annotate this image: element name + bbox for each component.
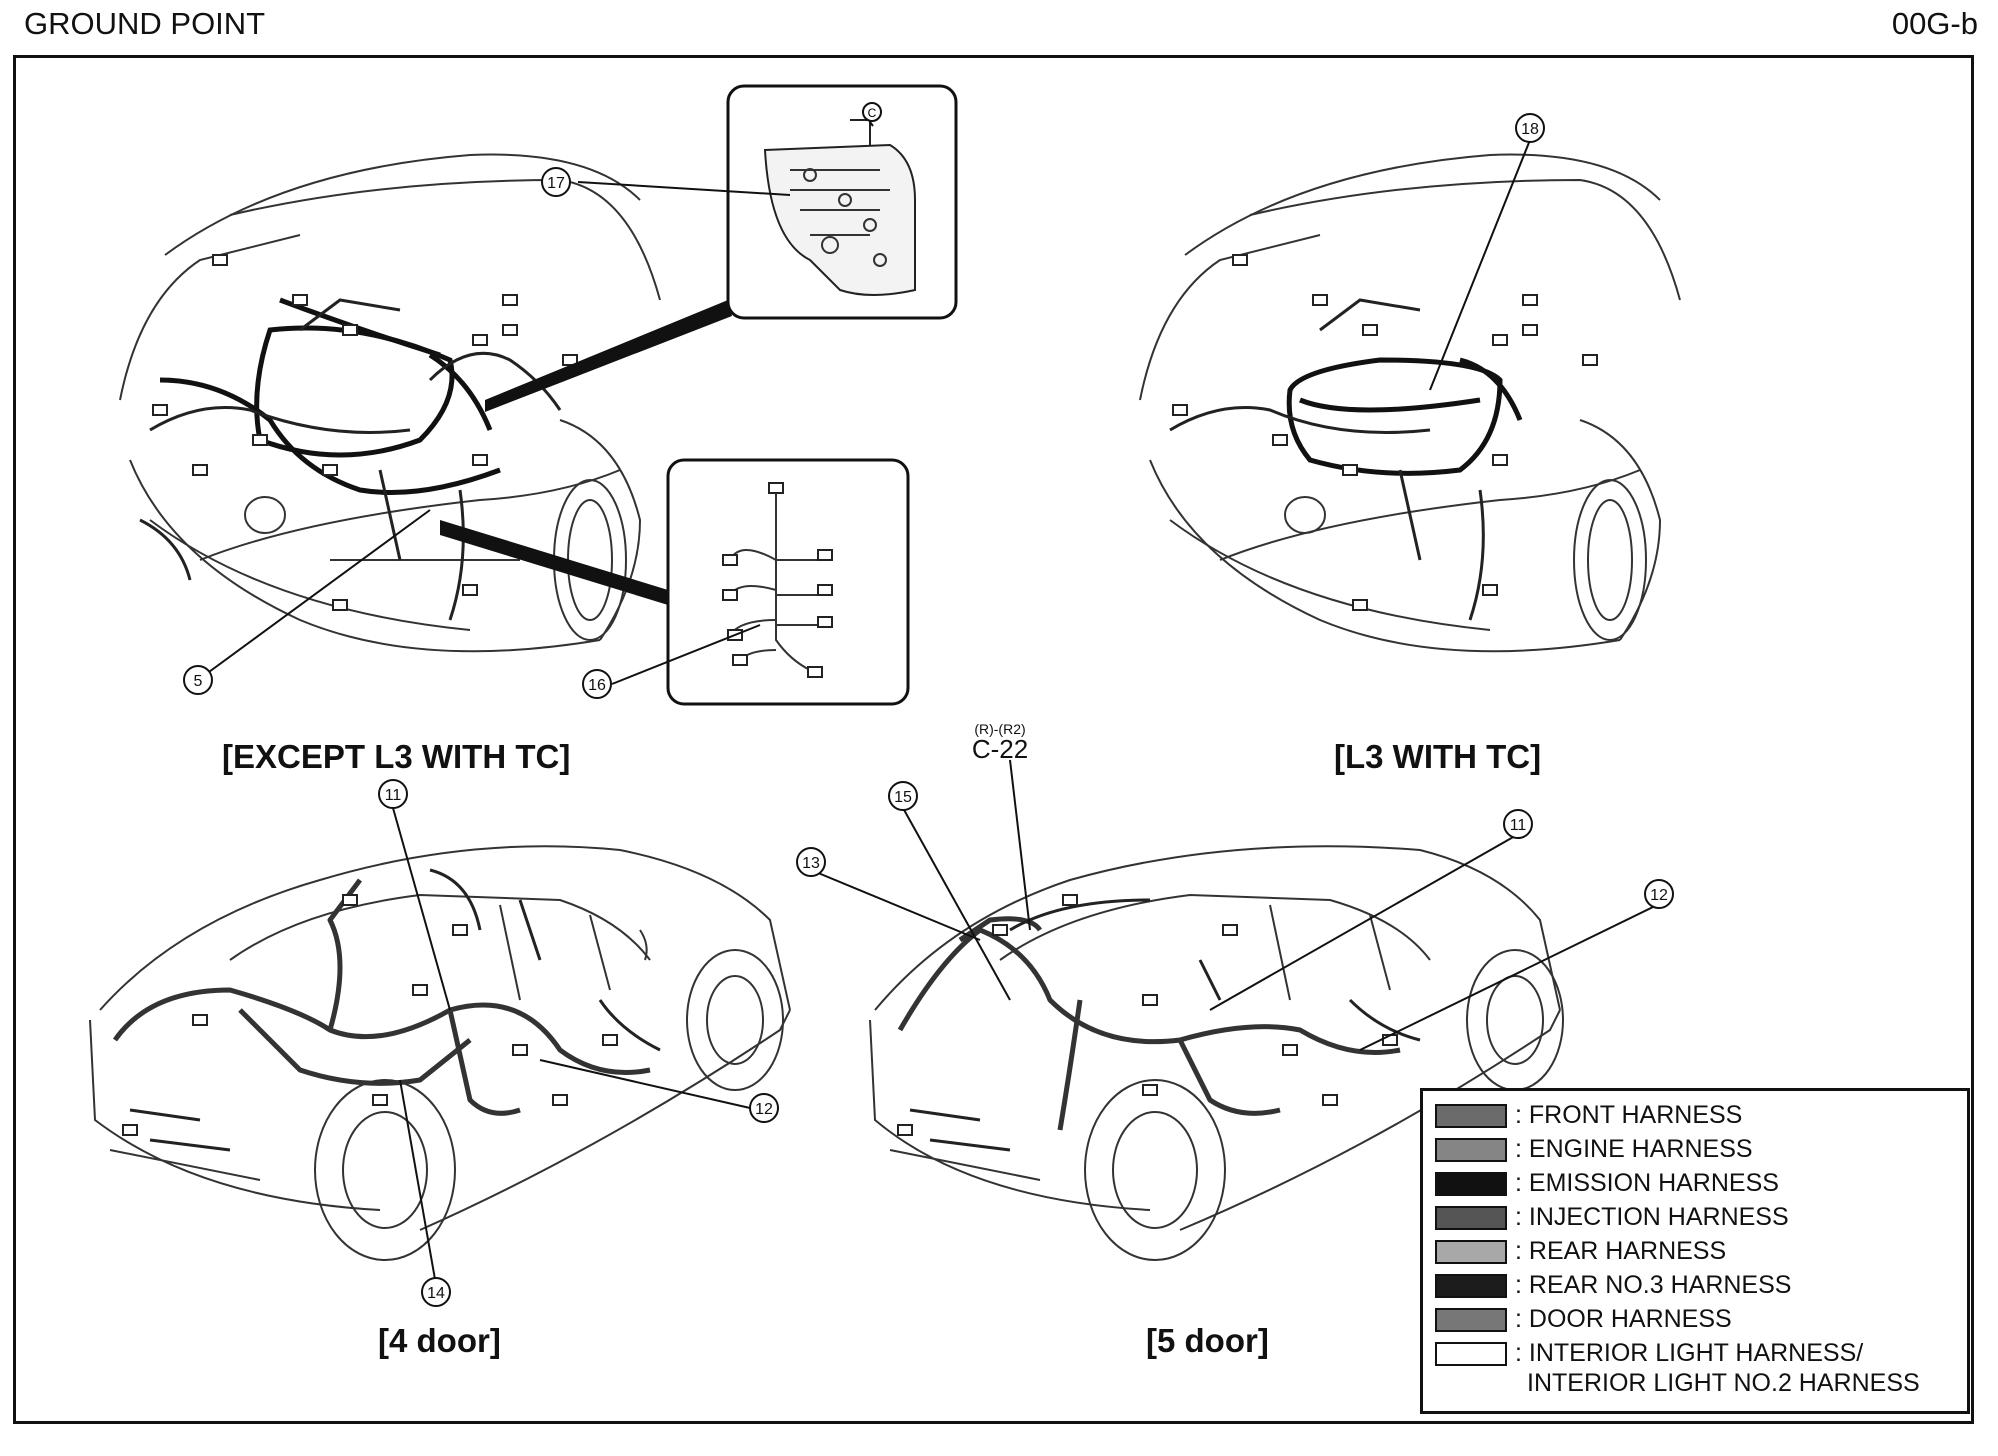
- legend-label: : ENGINE HARNESS: [1515, 1135, 1753, 1163]
- legend-swatch: [1435, 1138, 1507, 1162]
- label-four-door: [4 door]: [378, 1322, 501, 1359]
- legend-label: : REAR NO.3 HARNESS: [1515, 1271, 1792, 1299]
- callout-13: 13: [802, 855, 820, 872]
- legend-swatch: [1435, 1104, 1507, 1128]
- car-four-door: [89, 845, 791, 1261]
- leader-lines: [197, 121, 1656, 1286]
- label-five-door: [5 door]: [1146, 1322, 1269, 1359]
- label-l3-with-tc: [L3 WITH TC]: [1334, 738, 1542, 775]
- legend-label: : DOOR HARNESS: [1515, 1305, 1732, 1333]
- legend-swatch: [1435, 1342, 1507, 1366]
- diagram-frame: [13, 55, 1974, 1424]
- page-code: 00G-b: [1891, 6, 1978, 41]
- legend-label: : INJECTION HARNESS: [1515, 1203, 1789, 1231]
- detail-ground-harness: [440, 458, 910, 706]
- legend-swatch: [1435, 1308, 1507, 1332]
- legend-label-continued: INTERIOR LIGHT NO.2 HARNESS: [1527, 1369, 1920, 1397]
- callout-11-four-door: 11: [385, 787, 402, 804]
- callout-12-four-door: 12: [755, 1101, 773, 1118]
- callout-circles: [183, 113, 1674, 1307]
- legend-swatch: [1435, 1274, 1507, 1298]
- engine-wiring-except-l3: [139, 298, 562, 621]
- connector-ref-sub: (R)-(R2): [974, 721, 1026, 737]
- callout-15: 15: [894, 789, 912, 806]
- harness-five-door-rear: [909, 898, 1421, 1152]
- callout-14: 14: [427, 1285, 445, 1302]
- legend-label: : INTERIOR LIGHT HARNESS/: [1515, 1339, 1864, 1367]
- legend-swatch: [1435, 1240, 1507, 1264]
- engine-wiring-l3: [1169, 298, 1485, 621]
- legend-swatch: [1435, 1206, 1507, 1230]
- callout-12-five-door: 12: [1650, 887, 1668, 904]
- callout-17: 17: [547, 175, 565, 192]
- detail-ref-c: C: [868, 106, 877, 120]
- harness-four-door-rear: [129, 868, 661, 1152]
- connector-ref-main: C-22: [971, 734, 1029, 764]
- callout-11-five-door: 11: [1510, 817, 1527, 834]
- harness-five-door: [897, 916, 1401, 1131]
- connector-reference: (R)-(R2) C-22: [962, 722, 1038, 762]
- legend-swatch: [1435, 1172, 1507, 1196]
- engine-bay-l3: [1139, 153, 1681, 653]
- engine-block-except-l3: [159, 297, 501, 495]
- legend-label: : REAR HARNESS: [1515, 1237, 1727, 1265]
- harness-legend: : FRONT HARNESS : ENGINE HARNESS : EMISS…: [1420, 1088, 1970, 1414]
- detail-valve-body: [485, 84, 958, 412]
- callout-16: 16: [588, 677, 606, 694]
- callout-18: 18: [1521, 121, 1539, 138]
- legend-label: : FRONT HARNESS: [1515, 1101, 1743, 1129]
- page-title: GROUND POINT: [24, 6, 266, 41]
- engine-block-l3: [1286, 357, 1523, 476]
- harness-four-door: [112, 878, 651, 1116]
- label-except-l3-with-tc: [EXCEPT L3 WITH TC]: [222, 738, 571, 775]
- legend-label: : EMISSION HARNESS: [1515, 1169, 1779, 1197]
- callout-5: 5: [194, 673, 203, 690]
